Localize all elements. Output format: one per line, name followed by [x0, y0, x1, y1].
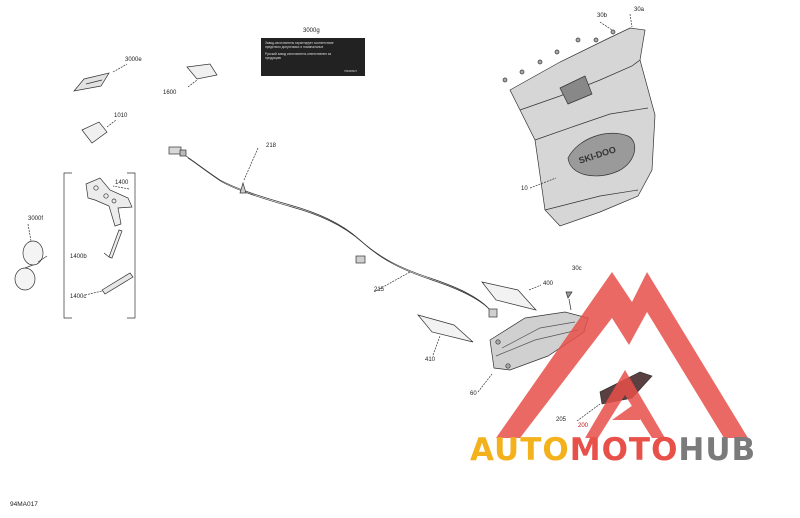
strip-410 [417, 314, 474, 356]
hood-panel-10 [502, 13, 656, 227]
harness-215 [168, 146, 498, 318]
label-1010: 1010 [114, 113, 128, 119]
label-215: 215 [374, 287, 385, 293]
watermark-wordmark: AUTOMOTOHUB [470, 432, 756, 468]
watermark-triangle [496, 272, 748, 438]
warning-line-3: Русский завод изготовитель ответственен … [265, 52, 332, 56]
part-3000f [14, 223, 48, 291]
toolkit-box [63, 172, 136, 319]
label-60: 60 [470, 391, 477, 397]
warning-line-1: Завод-изготовитель гарантирует соответст… [265, 41, 334, 45]
warning-label-3000g: Завод-изготовитель гарантирует соответст… [261, 38, 365, 76]
label-218: 218 [266, 143, 277, 149]
decal-1600 [186, 63, 218, 88]
watermark-word-hub: HUB [678, 432, 757, 468]
label-410: 410 [425, 357, 436, 363]
label-1600: 1600 [163, 90, 177, 96]
label-30a: 30a [634, 7, 645, 13]
diagram-code: 94MA017 [10, 501, 38, 508]
label-400: 400 [543, 281, 554, 287]
label-3000g: 3000g [303, 28, 320, 34]
label-205: 205 [556, 417, 567, 423]
warning-line-5: 704906527 [344, 70, 357, 73]
label-3000f: 3000f [28, 216, 44, 222]
warning-line-4: продукцию [265, 56, 282, 60]
strip-400 [481, 281, 542, 311]
automotohub-watermark: AUTOMOTOHUB [470, 432, 800, 472]
label-1400: 1400 [115, 180, 129, 186]
label-10: 10 [521, 186, 528, 192]
label-30b: 30b [597, 13, 608, 19]
label-200: 200 [578, 423, 589, 429]
label-1400b: 1400b [70, 254, 87, 260]
decal-3000e [73, 63, 128, 92]
label-30c: 30c [572, 266, 582, 272]
warning-line-2: предельно допустимых и номинальных [265, 45, 324, 49]
watermark-word-moto: MOTO [569, 432, 679, 468]
watermark-word-auto: AUTO [470, 432, 570, 468]
label-1400c: 1400c [70, 294, 87, 300]
decal-1010 [81, 119, 117, 144]
label-3000e: 3000e [125, 57, 142, 63]
